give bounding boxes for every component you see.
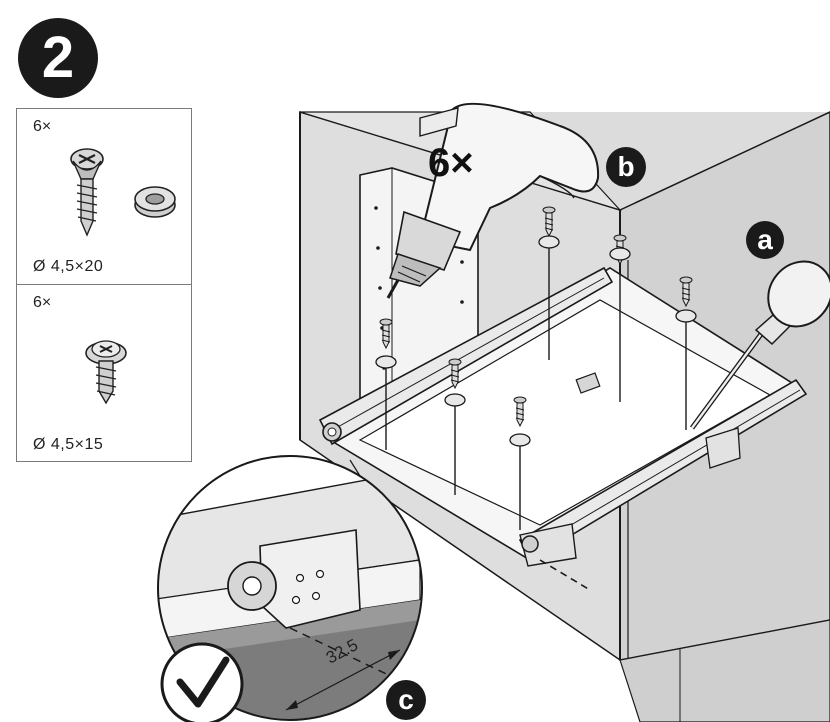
parts-list: 6× Ø 4,5×20 6× <box>16 108 192 462</box>
screwdriver-icon <box>689 260 830 430</box>
step-number: 2 <box>41 25 75 90</box>
label-c: c <box>386 680 426 720</box>
parts-cell-countersunk: 6× Ø 4,5×20 <box>17 109 191 285</box>
rail-bracket <box>519 523 577 567</box>
check-mark-icon <box>160 642 244 722</box>
parts-size: Ø 4,5×20 <box>33 258 104 275</box>
parts-cell-pan-head: 6× Ø 4,5×15 <box>17 285 191 461</box>
parts-size: Ø 4,5×15 <box>33 436 104 453</box>
screw-positions <box>385 242 687 530</box>
washer-icon <box>375 235 697 447</box>
pan-head-screw-icon <box>85 340 127 405</box>
label-a: a <box>746 221 784 259</box>
parts-quantity: 6× <box>33 118 52 135</box>
countersunk-screw-icon <box>70 148 176 237</box>
parts-quantity: 6× <box>33 294 52 311</box>
label-b: b <box>606 147 646 187</box>
drill-icon: 6× <box>386 102 600 299</box>
label-b-text: b <box>617 151 634 182</box>
step-number-badge: 2 <box>18 18 98 98</box>
drill-quantity: 6× <box>428 141 474 185</box>
label-c-text: c <box>398 684 414 715</box>
label-a-text: a <box>757 224 773 255</box>
